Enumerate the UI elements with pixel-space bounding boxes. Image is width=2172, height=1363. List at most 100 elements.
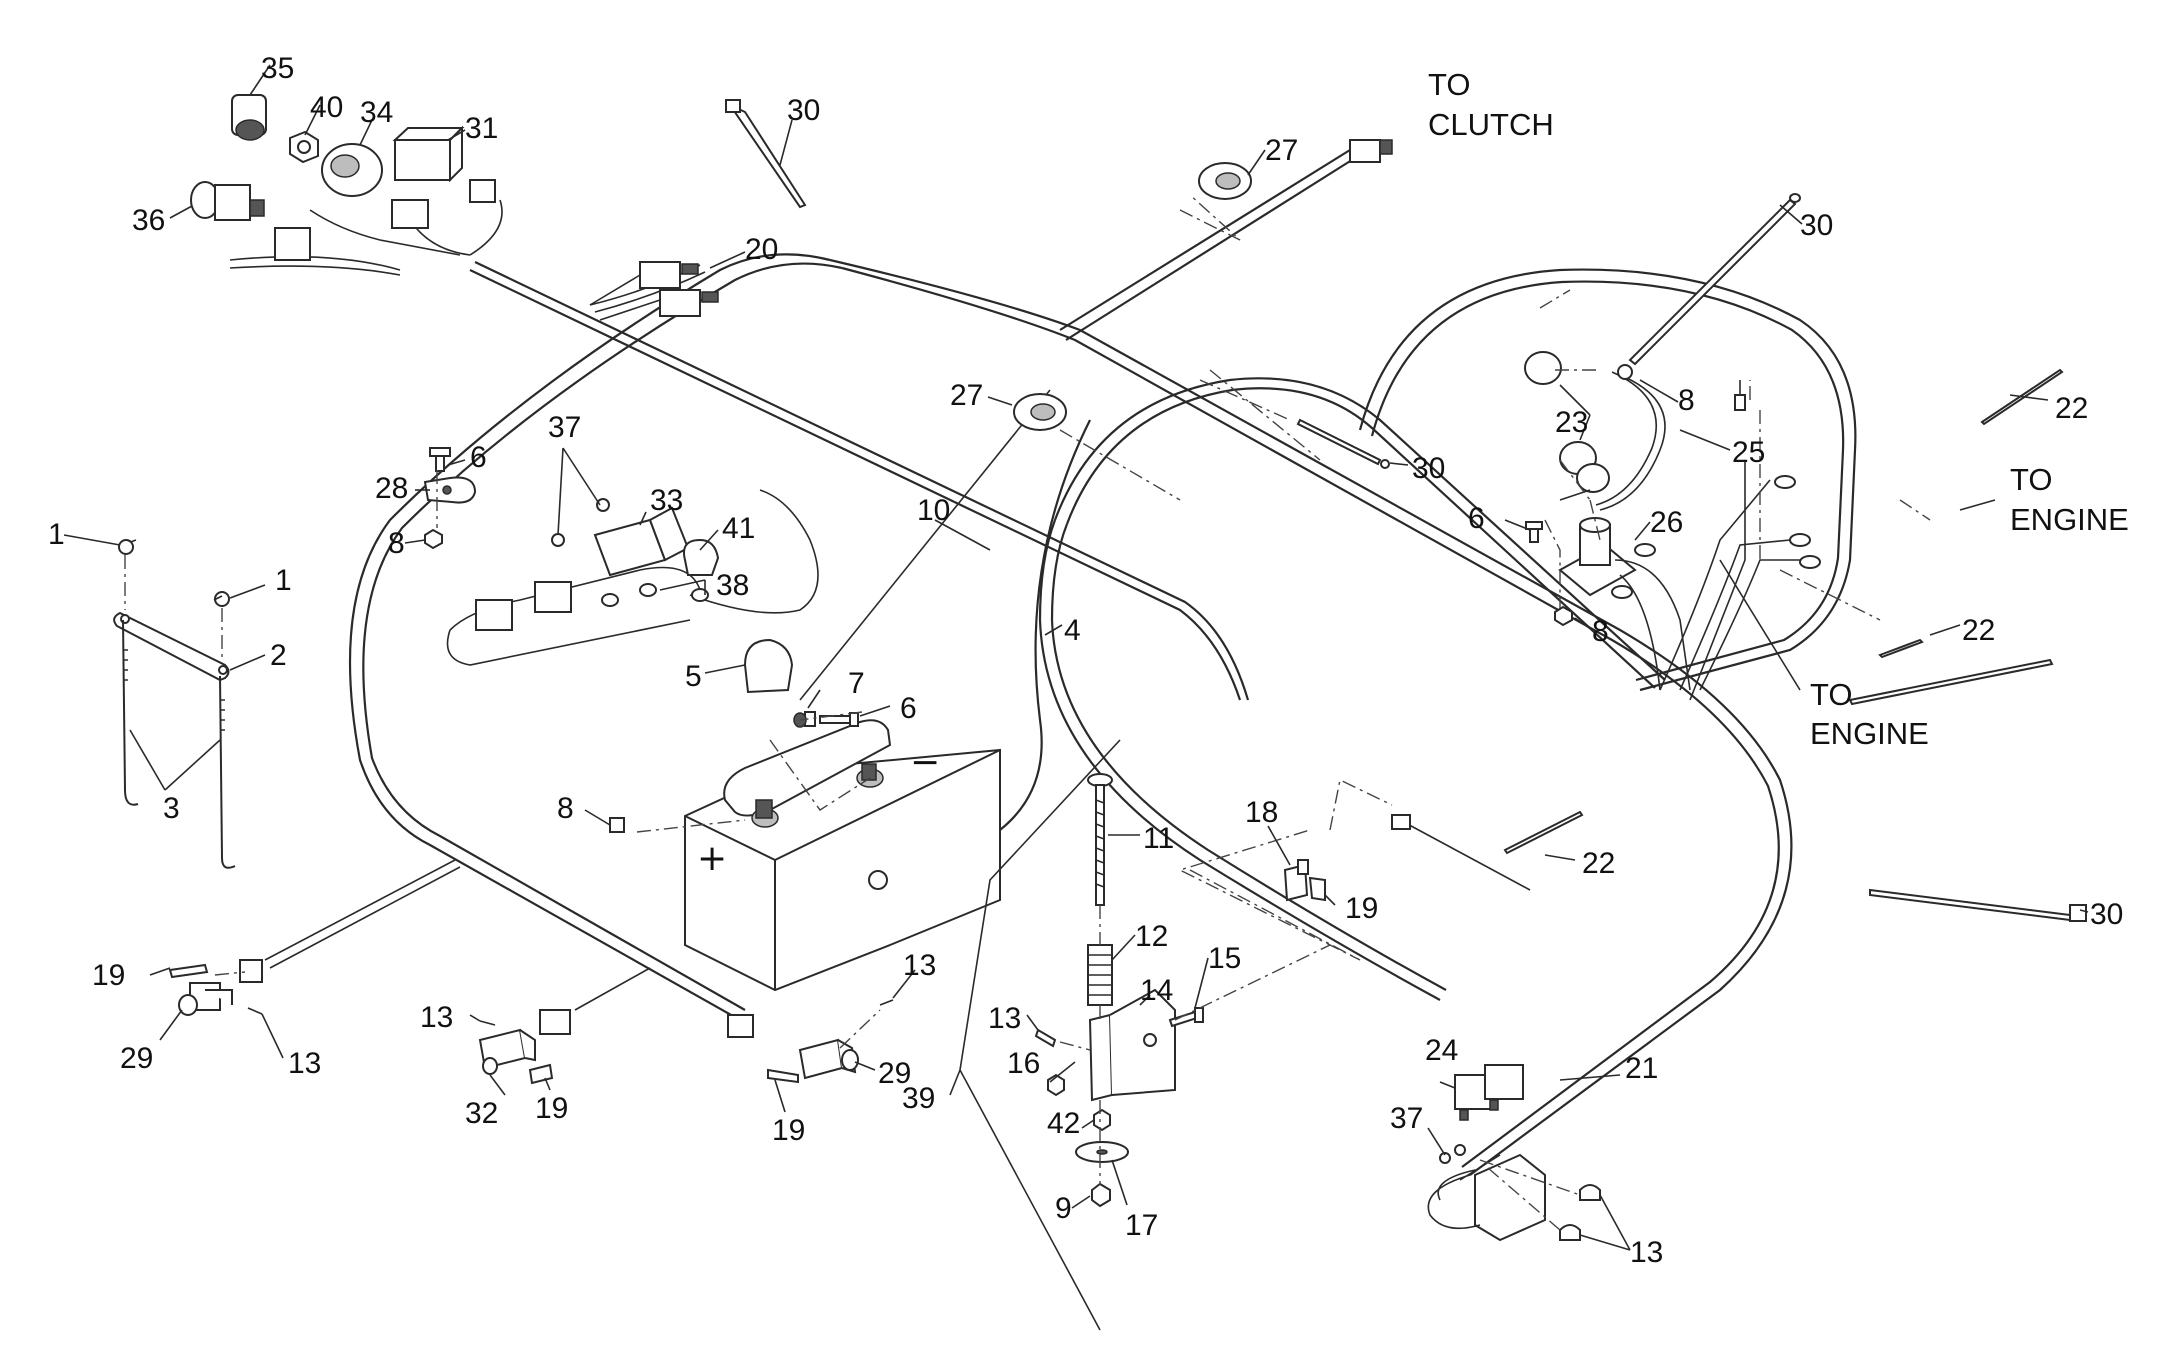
callout-8-battery: 8 bbox=[557, 792, 574, 825]
to-engine-right-line1: TO bbox=[2010, 462, 2053, 497]
relay-block-37 bbox=[1427, 1144, 1601, 1242]
callout-25: 25 bbox=[1732, 436, 1765, 469]
callout-42: 42 bbox=[1047, 1107, 1080, 1140]
callout-4: 4 bbox=[1064, 614, 1081, 647]
clutch-connector bbox=[1349, 139, 1393, 163]
clamp-41 bbox=[683, 538, 720, 576]
callout-36: 36 bbox=[132, 204, 165, 237]
center-lines bbox=[124, 194, 1931, 1331]
callout-9: 9 bbox=[1055, 1192, 1072, 1225]
battery-positive-sign: + bbox=[697, 838, 727, 879]
callout-21: 21 bbox=[1625, 1052, 1658, 1085]
callout-37-upper: 37 bbox=[548, 411, 581, 444]
callout-3: 3 bbox=[163, 792, 180, 825]
to-engine-lower-line2: ENGINE bbox=[1810, 716, 1929, 751]
callout-14: 14 bbox=[1140, 974, 1173, 1007]
callout-7: 7 bbox=[848, 667, 865, 700]
callout-30-top-right: 30 bbox=[1800, 209, 1833, 242]
callout-11: 11 bbox=[1143, 822, 1174, 855]
ignition-switch-34 bbox=[321, 143, 383, 197]
fuse-holders-20 bbox=[589, 261, 719, 321]
callout-1-right: 1 bbox=[275, 564, 292, 597]
callout-1-left: 1 bbox=[48, 518, 65, 551]
callout-5: 5 bbox=[685, 660, 702, 693]
callout-13-switch32: 13 bbox=[420, 1001, 453, 1034]
callout-6-upper-left: 6 bbox=[470, 441, 487, 474]
direction-notes: TO CLUTCH TO ENGINE TO ENGINE bbox=[1428, 67, 2129, 751]
callout-39: 39 bbox=[902, 1082, 935, 1115]
callout-29-left: 29 bbox=[120, 1042, 153, 1075]
solenoid-group bbox=[1524, 351, 1746, 691]
callout-8-solenoid-top: 8 bbox=[1678, 384, 1695, 417]
callout-22-lower: 22 bbox=[1582, 847, 1615, 880]
callout-30-mid: 30 bbox=[1412, 452, 1445, 485]
callout-12: 12 bbox=[1135, 920, 1168, 953]
callout-32: 32 bbox=[465, 1097, 498, 1130]
callout-2: 2 bbox=[270, 639, 287, 672]
battery-negative-sign: − bbox=[910, 742, 940, 783]
switch-18 bbox=[1283, 814, 1411, 902]
solenoid-26 bbox=[1558, 517, 1637, 597]
switch-cluster bbox=[190, 94, 719, 321]
callout-34: 34 bbox=[360, 96, 393, 129]
callout-13-bottom: 13 bbox=[1630, 1236, 1663, 1269]
key-switch-35 bbox=[231, 94, 267, 141]
callout-18: 18 bbox=[1245, 796, 1278, 829]
switch-36 bbox=[190, 181, 265, 221]
callout-15: 15 bbox=[1208, 942, 1241, 975]
callout-26: 26 bbox=[1650, 506, 1683, 539]
callout-16: 16 bbox=[1007, 1047, 1040, 1080]
to-clutch-line2: CLUTCH bbox=[1428, 107, 1554, 142]
callout-29-right: 29 bbox=[878, 1057, 911, 1090]
callout-19-switch32: 19 bbox=[535, 1092, 568, 1125]
callout-13-bolt: 13 bbox=[988, 1002, 1021, 1035]
callout-17: 17 bbox=[1125, 1209, 1158, 1242]
callout-41: 41 bbox=[722, 512, 755, 545]
callout-33: 33 bbox=[650, 484, 683, 517]
switch-32 bbox=[478, 1009, 571, 1085]
callout-6-battery: 6 bbox=[900, 692, 917, 725]
callout-19-switch18: 19 bbox=[1345, 892, 1378, 925]
grommet-27-top bbox=[1198, 162, 1252, 200]
negative-cable-ring bbox=[868, 870, 888, 890]
terminal-cover-5 bbox=[743, 638, 794, 694]
callout-labels: 35 40 34 31 36 20 30 27 30 37 6 28 33 41… bbox=[48, 52, 2123, 1269]
to-engine-lower-line1: TO bbox=[1810, 677, 1853, 712]
callout-13-left: 13 bbox=[288, 1047, 321, 1080]
relay-24 bbox=[1454, 1064, 1524, 1121]
cable-ties bbox=[725, 99, 2087, 922]
bolt-assembly bbox=[1034, 773, 1204, 1208]
module-group bbox=[446, 489, 819, 666]
main-harness-loop bbox=[264, 149, 1857, 1181]
boot-23 bbox=[1524, 351, 1610, 493]
callout-28: 28 bbox=[375, 472, 408, 505]
battery-holddown bbox=[113, 539, 236, 869]
callout-35: 35 bbox=[261, 52, 294, 85]
callout-40: 40 bbox=[310, 91, 343, 124]
callout-27-top: 27 bbox=[1265, 134, 1298, 167]
callout-8-upper-left: 8 bbox=[388, 527, 405, 560]
callout-24: 24 bbox=[1425, 1034, 1458, 1067]
relay-31 bbox=[392, 125, 465, 183]
connector-block bbox=[274, 179, 496, 261]
callout-19-right-switch: 19 bbox=[772, 1114, 805, 1147]
callout-10: 10 bbox=[917, 494, 950, 527]
callout-19-left: 19 bbox=[92, 959, 125, 992]
callout-30-top-left: 30 bbox=[787, 94, 820, 127]
callout-13-right-switch: 13 bbox=[903, 949, 936, 982]
callout-20: 20 bbox=[745, 233, 778, 266]
to-engine-right-line2: ENGINE bbox=[2010, 502, 2129, 537]
callout-30-right: 30 bbox=[2090, 898, 2123, 931]
leader-lines bbox=[63, 64, 2089, 1251]
seat-switch-29 bbox=[168, 959, 263, 1016]
module-33 bbox=[593, 506, 690, 577]
callout-38: 38 bbox=[716, 569, 749, 602]
callout-31: 31 bbox=[465, 112, 498, 145]
callout-37-lower: 37 bbox=[1390, 1102, 1423, 1135]
battery: + − bbox=[684, 719, 1001, 992]
nut-40 bbox=[289, 130, 319, 164]
callout-27-mid: 27 bbox=[950, 379, 983, 412]
to-clutch-line1: TO bbox=[1428, 67, 1471, 102]
bracket-14 bbox=[1088, 988, 1176, 1102]
